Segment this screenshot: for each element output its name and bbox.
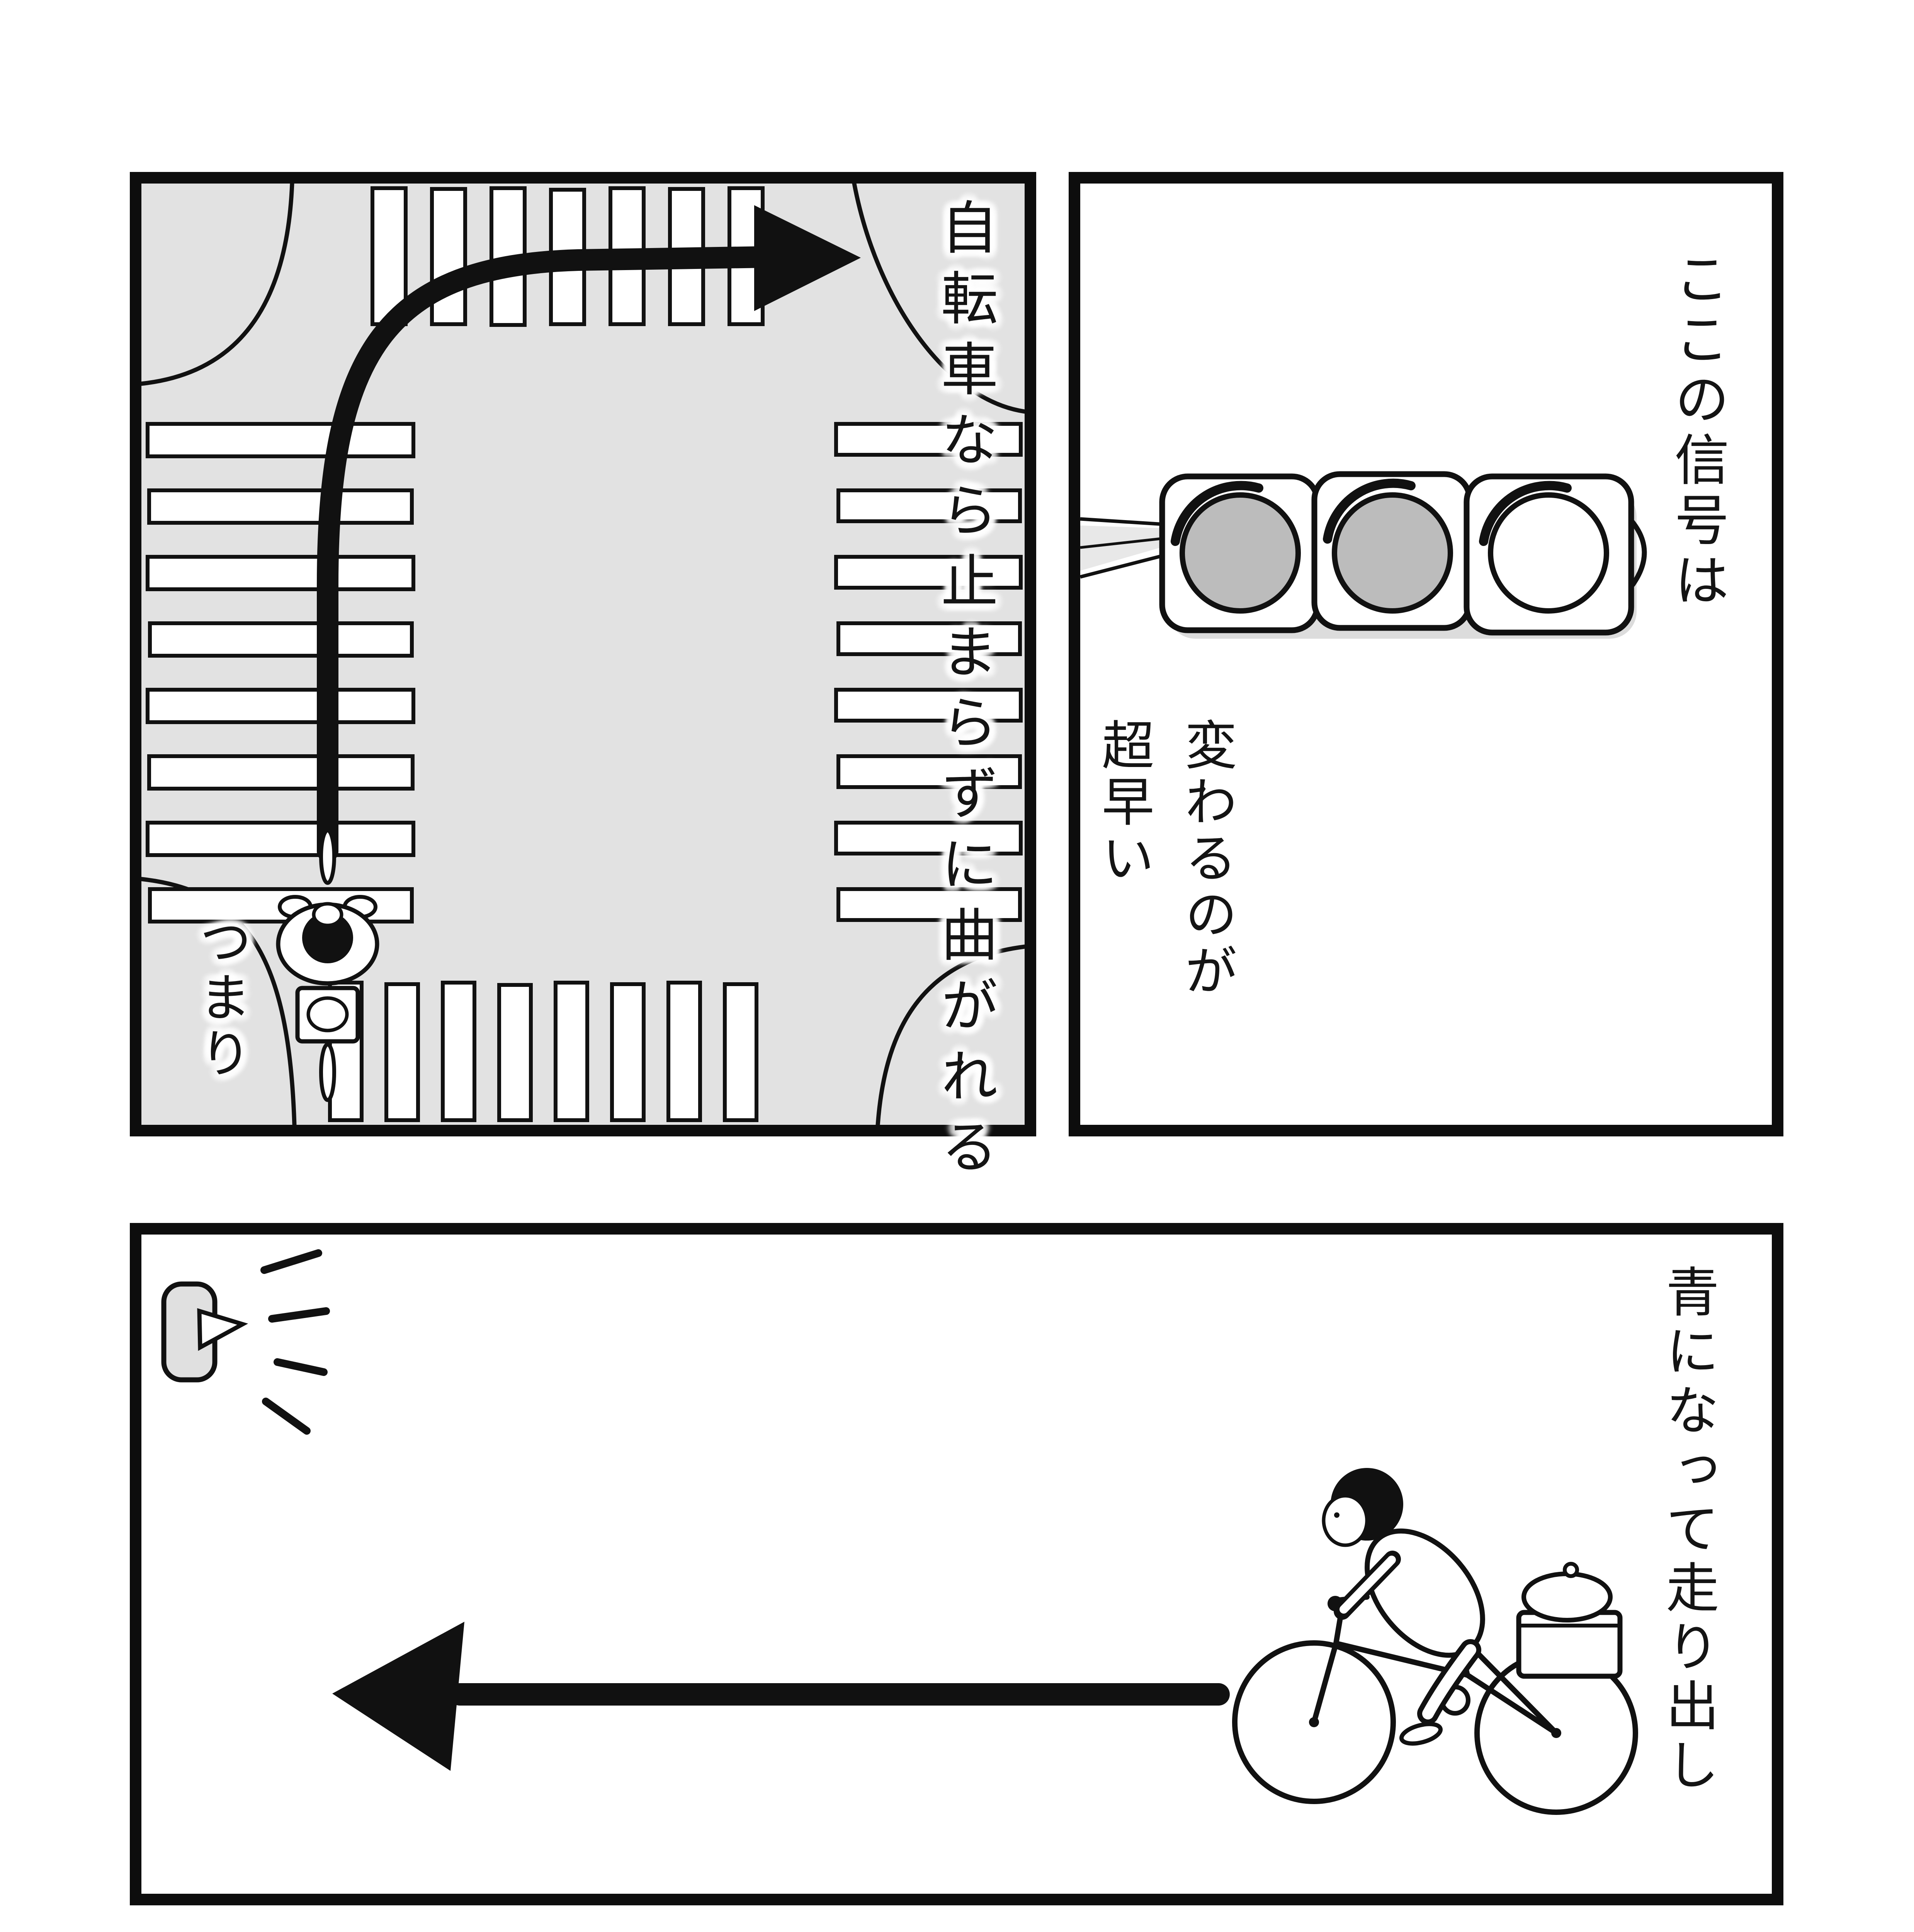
left-arrow [332, 1622, 1230, 1771]
turn-arrow [317, 205, 861, 862]
sparkle-dashes [260, 1249, 330, 1435]
signal-pole [1080, 517, 1165, 579]
caption-this-signal: ここの信号は [1666, 250, 1727, 612]
crosswalk-right [834, 422, 1023, 922]
cyclist-top-view [276, 828, 379, 1102]
caption-changes-fast-line1: 変わるのが [1177, 718, 1236, 1000]
caption-tsumari: つまり [191, 914, 250, 1082]
lamp-right-white [1488, 492, 1609, 614]
riding-drawing [161, 1249, 1638, 1815]
signal-drawing [1080, 471, 1647, 639]
cyclist-side-view [1232, 1468, 1638, 1815]
caption-bike-can-turn: 自転車なら止まらずに曲がれる [932, 198, 996, 1188]
intersection-drawing [141, 184, 1025, 1125]
traffic-light-icon [1159, 471, 1647, 639]
panel-intersection [130, 172, 1036, 1136]
lamp-left-gray [1180, 492, 1301, 614]
panel-riding-off [130, 1223, 1783, 1905]
caption-changes-fast: 変わるのが 超早い [1082, 718, 1248, 1066]
crosswalk-bottom [328, 981, 758, 1122]
crosswalk-left [146, 422, 415, 923]
lamp-middle-gray [1332, 492, 1453, 614]
traffic-light-side-icon [161, 1281, 248, 1383]
rider-face [1322, 1494, 1369, 1547]
caption-changes-fast-line2: 超早い [1094, 718, 1153, 887]
caption-starts-on-green: 青になって走り出し [1658, 1264, 1717, 1796]
panel-fast-signal [1069, 172, 1783, 1136]
